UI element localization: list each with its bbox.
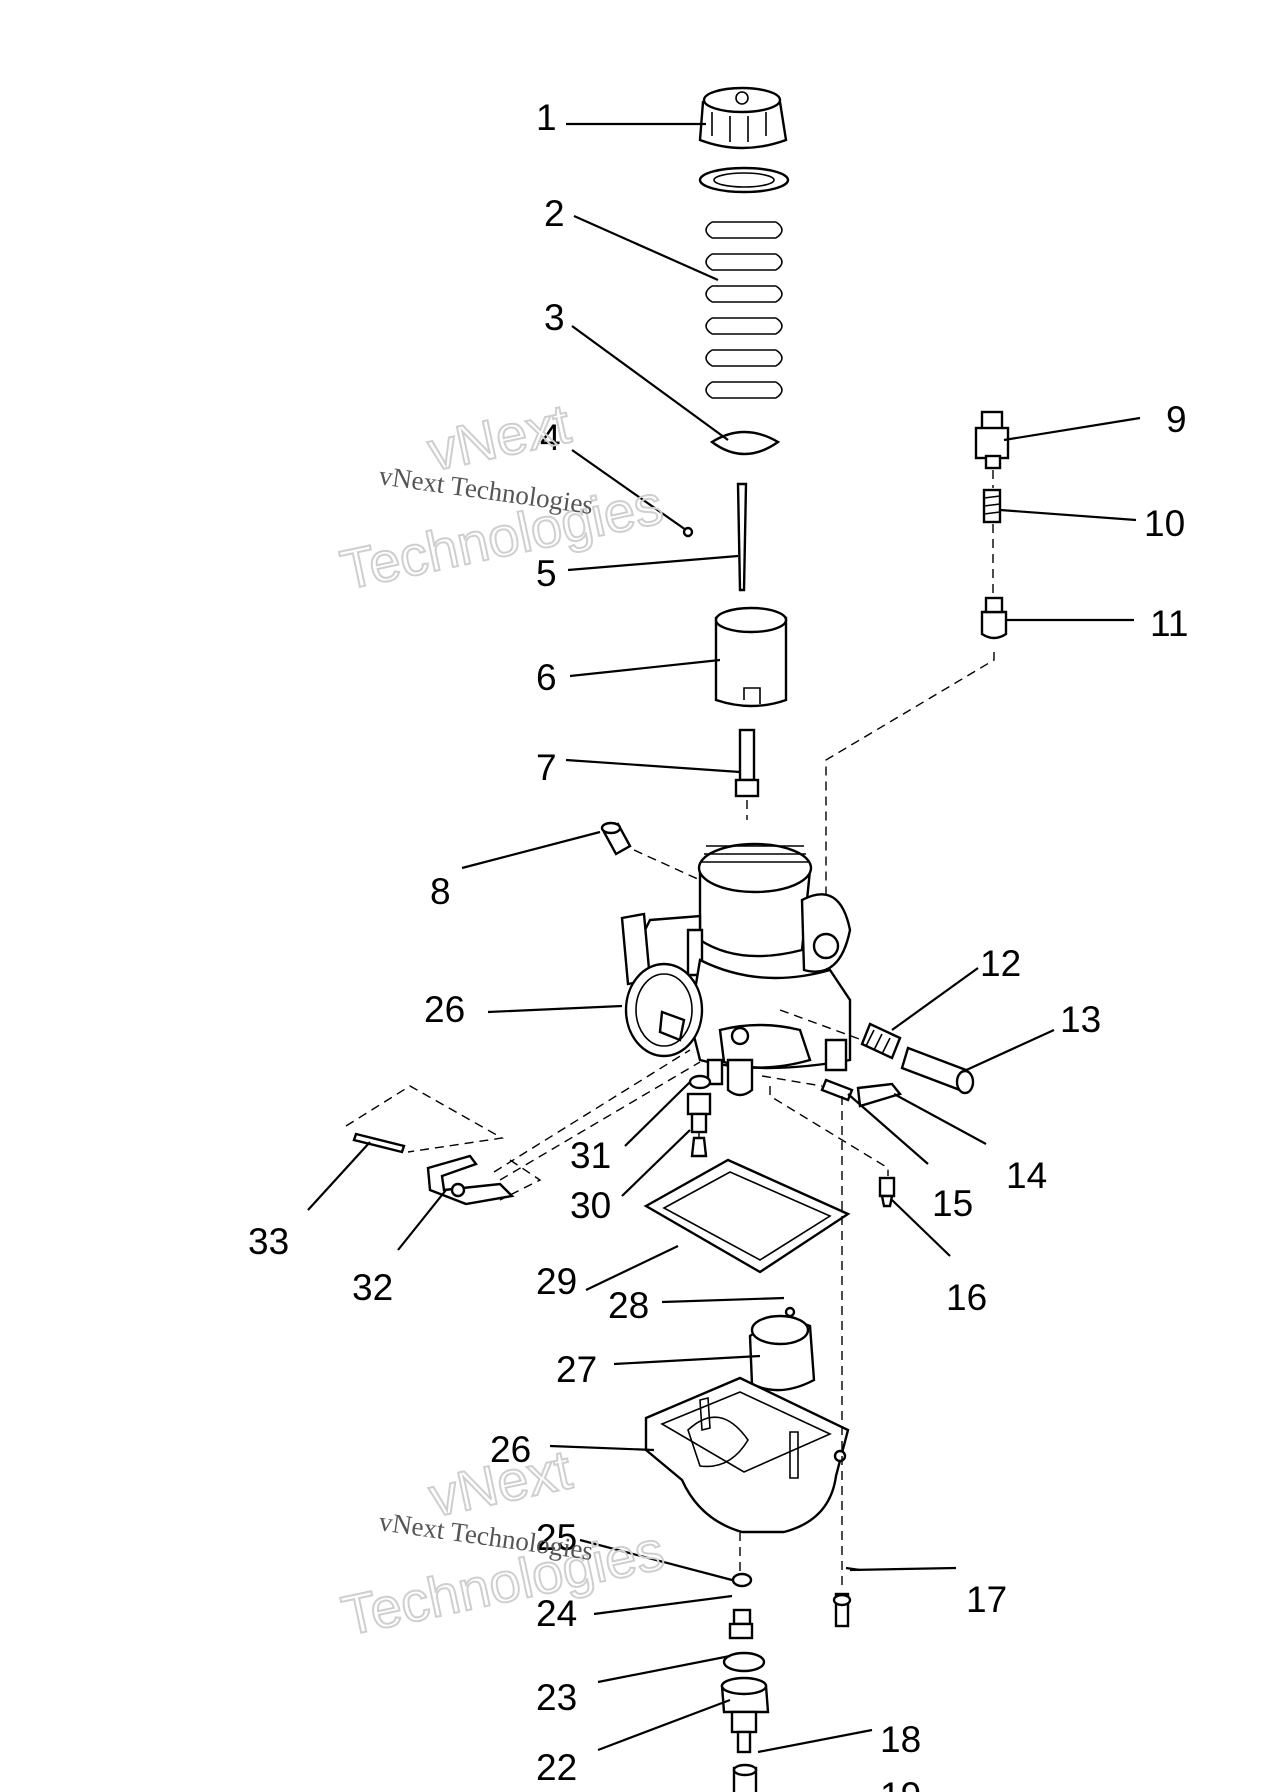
part-23-o-ring: [722, 1651, 766, 1673]
part-number-labels: 1 2 3 4 5 6 7 8 9 10 11 12 13 14 15 16 1…: [248, 97, 1188, 1792]
label-7: 7: [536, 747, 557, 788]
label-6: 6: [536, 657, 557, 698]
label-24: 24: [536, 1593, 577, 1634]
part-16-plug: [878, 1176, 896, 1208]
part-2-spring: [705, 221, 783, 399]
label-26-bowl: 26: [490, 1429, 531, 1470]
label-12: 12: [980, 943, 1021, 984]
label-27: 27: [556, 1349, 597, 1390]
label-16: 16: [946, 1277, 987, 1318]
carburetor-body: [620, 842, 852, 1097]
part-11-screw: [980, 596, 1008, 640]
part-13-screw: [900, 1046, 975, 1095]
label-10: 10: [1144, 503, 1185, 544]
label-29: 29: [536, 1261, 577, 1302]
part-6-throttle-slide: [714, 606, 788, 708]
label-22: 22: [536, 1747, 577, 1788]
part-9-fitting: [974, 410, 1010, 470]
part-1-cap: [698, 86, 788, 150]
part-27-float: [748, 1314, 816, 1392]
part-33-hose: [352, 1132, 406, 1154]
part-7-needle-jet: [734, 728, 760, 798]
label-25: 25: [536, 1517, 577, 1558]
label-26-body: 26: [424, 989, 465, 1030]
label-28: 28: [608, 1285, 649, 1326]
cap-washer: [698, 166, 790, 194]
part-24-jet: [728, 1608, 754, 1640]
label-5: 5: [536, 553, 557, 594]
label-13: 13: [1060, 999, 1101, 1040]
leader-lines: [307, 122, 1141, 1754]
part-18-tube: [732, 1763, 758, 1792]
label-9: 9: [1166, 399, 1187, 440]
label-4: 4: [540, 417, 561, 458]
label-14: 14: [1006, 1155, 1047, 1196]
part-26-float-bowl: [644, 1376, 850, 1534]
label-19: 19: [880, 1775, 921, 1792]
part-31-washer: [688, 1074, 712, 1090]
label-33: 33: [248, 1221, 289, 1262]
part-10-spring: [982, 488, 1002, 524]
label-1: 1: [536, 97, 557, 138]
label-30: 30: [570, 1185, 611, 1226]
part-12-spring: [860, 1022, 902, 1060]
label-18: 18: [880, 1719, 921, 1760]
label-31: 31: [570, 1135, 611, 1176]
label-2: 2: [544, 193, 565, 234]
part-3-needle-retainer: [709, 430, 781, 456]
part-15-spring: [820, 1078, 854, 1102]
part-22-drain-plug: [720, 1676, 770, 1754]
label-8: 8: [430, 871, 451, 912]
part-30-jet: [686, 1092, 712, 1158]
label-3: 3: [544, 297, 565, 338]
part-28-pin: [784, 1306, 796, 1318]
part-17-screw: [832, 1592, 852, 1628]
part-25-washer: [731, 1572, 753, 1588]
part-32-hose-fitting: [426, 1154, 515, 1206]
label-11: 11: [1150, 603, 1188, 644]
part-8-cap: [600, 821, 632, 856]
part-29-gasket: [643, 1158, 851, 1274]
label-15: 15: [932, 1183, 973, 1224]
part-14-pilot-screw: [856, 1082, 903, 1108]
part-5-jet-needle: [736, 482, 748, 592]
label-32: 32: [352, 1267, 393, 1308]
label-17: 17: [966, 1579, 1007, 1620]
label-23: 23: [536, 1677, 577, 1718]
